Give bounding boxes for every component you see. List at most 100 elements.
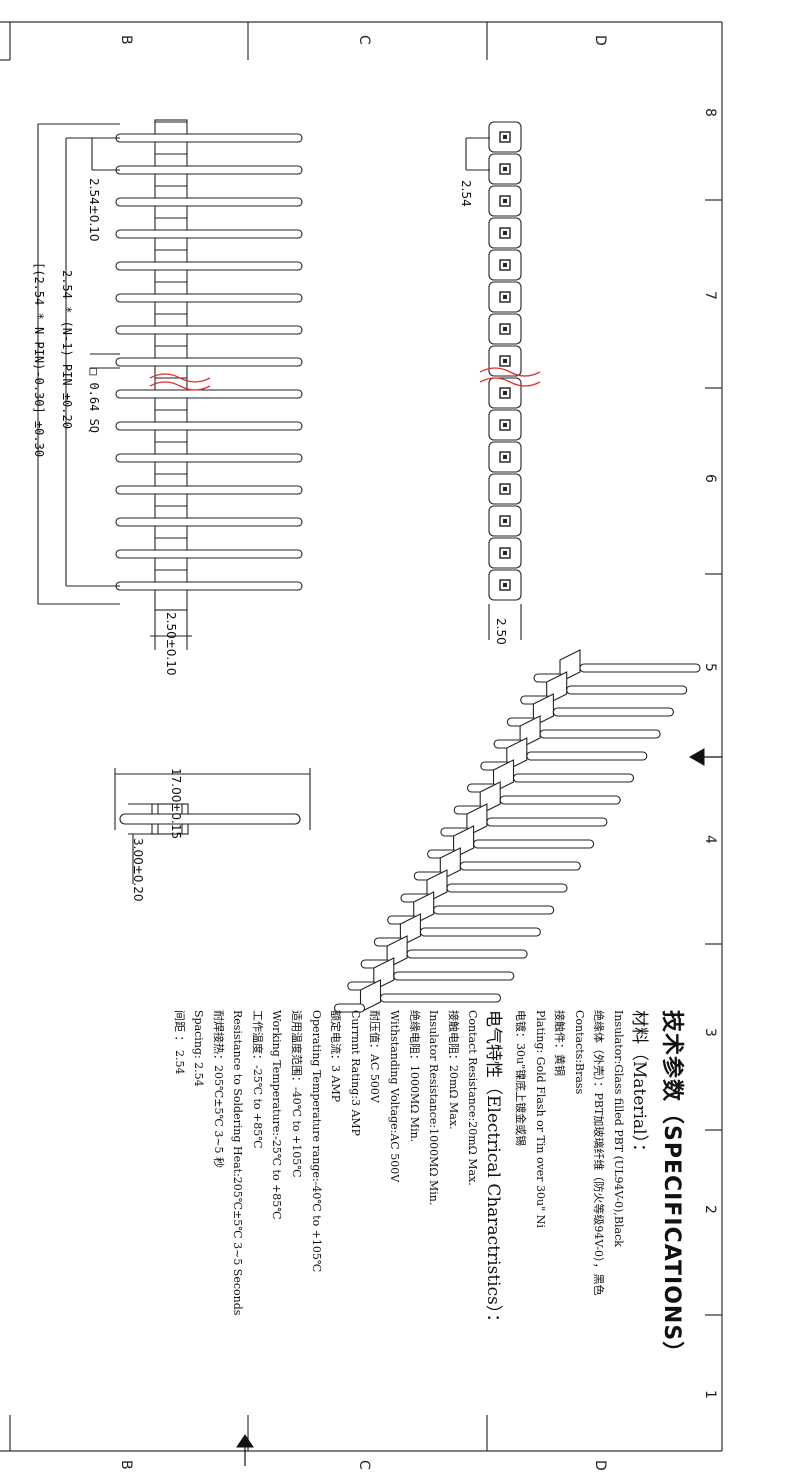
length-dimension: 2.54 * (N-1) PIN ±0.20 bbox=[60, 270, 74, 429]
material-line: Insulator:Glass filled PBT (UL94V-0),Bla… bbox=[612, 1010, 625, 1247]
header-pin bbox=[115, 549, 303, 559]
top-width-dimension: 2.50 bbox=[494, 618, 508, 645]
zone-number-2: 2 bbox=[702, 1205, 718, 1214]
zone-number-3: 3 bbox=[702, 1028, 718, 1037]
zone-number-7: 7 bbox=[702, 291, 718, 300]
electrical-line: 间距 ： 2.54 bbox=[172, 1010, 186, 1075]
electrical-line: Contact Resistance:20mΩ Max. bbox=[466, 1010, 480, 1186]
center-arrow-icon bbox=[688, 748, 722, 766]
pin-square-center bbox=[503, 135, 507, 139]
electrical-line: 绝缘电阻：1000MΩ Min. bbox=[407, 1010, 421, 1143]
electrical-line: 接触电阻：20mΩ Max. bbox=[446, 1010, 460, 1130]
header-pin bbox=[115, 293, 303, 303]
zone-number-5: 5 bbox=[702, 663, 718, 672]
header-pin bbox=[115, 229, 303, 239]
electrical-line: Working Temperature:-25℃ to +85℃ bbox=[270, 1010, 284, 1220]
header-pin bbox=[115, 165, 303, 175]
electrical-line: Spacing: 2.54 bbox=[192, 1010, 206, 1087]
pin-square-center bbox=[503, 519, 507, 523]
material-line: 绝缘体（外壳）：PBT加玻璃纤维（防火等级94V-0），黑色 bbox=[592, 1010, 606, 1296]
material-line: Contacts:Brass bbox=[572, 1010, 586, 1095]
pin-size-dimension: □ 0.64 SQ bbox=[87, 368, 101, 434]
pin-square-center bbox=[503, 551, 507, 555]
electrical-line: Operating Temperature range:-40℃ to +105… bbox=[309, 1010, 323, 1273]
zone-number-6: 6 bbox=[702, 474, 718, 483]
header-pin bbox=[115, 421, 303, 431]
body-width-dimension: 2.50±0.10 bbox=[164, 612, 178, 676]
material-line: Plating: Gold Flash or Tin over 30u" Ni bbox=[533, 1010, 547, 1228]
zone-number-4: 4 bbox=[702, 835, 718, 844]
electrical-line: 工作温度：-25℃ to +85℃ bbox=[250, 1010, 264, 1149]
header-pin bbox=[115, 325, 303, 335]
material-line: 电镀：30u"镍底上镀金或锡 bbox=[514, 1010, 528, 1147]
iso-pin-right bbox=[393, 971, 515, 981]
iso-pin-right bbox=[486, 817, 608, 827]
insulator-height-dimension: 3.00±0.20 bbox=[131, 838, 145, 902]
pin-square-center bbox=[503, 423, 507, 427]
header-pin bbox=[115, 581, 303, 591]
iso-pin-right bbox=[379, 993, 502, 1003]
header-pin bbox=[115, 389, 303, 399]
pitch-dimension: 2.54±0.10 bbox=[87, 178, 101, 242]
header-pin bbox=[115, 485, 303, 495]
pin-square-center bbox=[503, 231, 507, 235]
iso-pin-right bbox=[419, 927, 541, 937]
iso-pin-right bbox=[459, 861, 581, 871]
iso-pin-right bbox=[406, 949, 528, 959]
zone-number-8: 8 bbox=[702, 108, 718, 117]
pin-square-center bbox=[503, 487, 507, 491]
zone-label-b-bottom: B bbox=[118, 1460, 134, 1470]
zone-label-c: C bbox=[356, 35, 372, 45]
header-pin bbox=[115, 357, 303, 367]
iso-pin-right bbox=[579, 663, 701, 673]
electrical-line: Resistance to Soldering Heat:205℃±5℃ 3~5… bbox=[231, 1010, 245, 1316]
pin-square-center bbox=[503, 327, 507, 331]
electrical-line: Withstanding Voltage:AC 500V bbox=[388, 1010, 402, 1183]
electrical-heading: 电气特性（Electrical Charactristics）： bbox=[483, 1010, 504, 1331]
iso-pin-right bbox=[512, 773, 635, 783]
electrical-line: 适用温度范围：-40℃ to +105℃ bbox=[290, 1010, 304, 1178]
iso-pin-right bbox=[433, 905, 555, 915]
electrical-line: 额定电流：3 AMP bbox=[329, 1010, 343, 1103]
top-pitch-dimension: 2.54 bbox=[459, 180, 473, 207]
pin-square-center bbox=[503, 199, 507, 203]
iso-pin-right bbox=[539, 729, 661, 739]
specifications-block: 技术参数（SPECIFICATIONS） 材料（Material）： Insul… bbox=[169, 1010, 690, 1470]
header-pin bbox=[115, 453, 303, 463]
iso-pin-right bbox=[526, 751, 648, 761]
specifications-title: 技术参数（SPECIFICATIONS） bbox=[659, 1010, 684, 1365]
header-pin bbox=[115, 517, 303, 527]
electrical-line: Currnnt Rating:3 AMP bbox=[348, 1010, 362, 1137]
pin-square-center bbox=[503, 455, 507, 459]
material-heading: 材料（Material）： bbox=[629, 1010, 649, 1161]
pin-square-center bbox=[503, 359, 507, 363]
iso-pin-right bbox=[473, 839, 595, 849]
electrical-line: 耐焊接热：205℃±5℃ 3~5 秒 bbox=[211, 1010, 225, 1169]
zone-number-1: 1 bbox=[702, 1390, 718, 1399]
iso-pin-right bbox=[566, 685, 688, 695]
isometric-view-header bbox=[333, 649, 701, 1013]
total-length-dimension: 17.00±0.15 bbox=[169, 768, 183, 840]
bottom-arrow-icon bbox=[236, 1434, 254, 1466]
header-pin bbox=[115, 197, 303, 207]
side-view-header bbox=[37, 119, 303, 650]
zone-label-b: B bbox=[118, 35, 134, 45]
header-pin bbox=[115, 261, 303, 271]
electrical-line: 耐压值：AC 500V bbox=[368, 1010, 382, 1103]
iso-pin-left bbox=[333, 1003, 366, 1013]
pin-square-center bbox=[503, 583, 507, 587]
material-line: 接触件：黄铜 bbox=[553, 1010, 567, 1076]
end-view-header bbox=[114, 768, 311, 884]
header-pin bbox=[115, 133, 303, 143]
pin-square-center bbox=[503, 263, 507, 267]
pin-square-center bbox=[503, 167, 507, 171]
pin-square-center bbox=[503, 391, 507, 395]
iso-pin-right bbox=[499, 795, 621, 805]
iso-pin-right bbox=[552, 707, 674, 717]
overall-length-dimension: [(2.54 * N PIN)-0.30] ±0.30 bbox=[32, 262, 46, 458]
title-border bbox=[0, 21, 723, 1452]
iso-pin-right bbox=[446, 883, 568, 893]
top-view-header bbox=[465, 121, 541, 640]
pin-square-center bbox=[503, 295, 507, 299]
